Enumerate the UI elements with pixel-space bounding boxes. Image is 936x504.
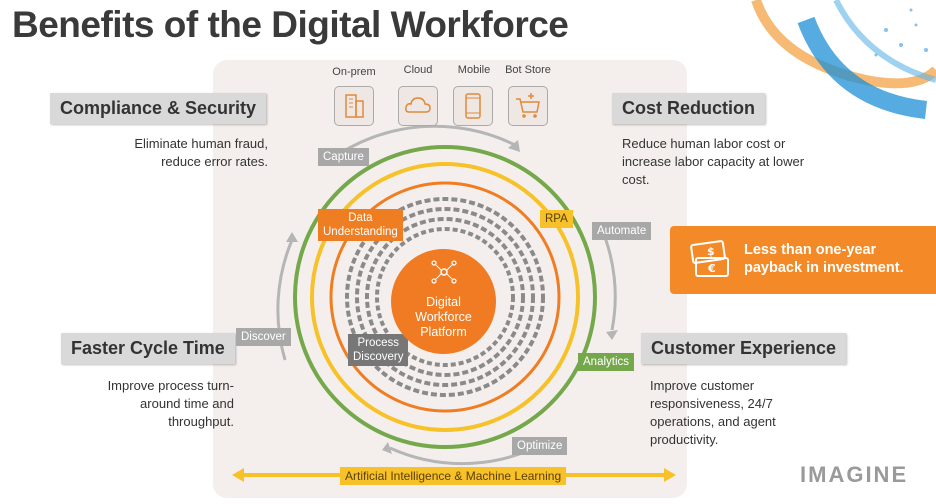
capture-label: Capture	[318, 148, 369, 166]
process-discovery-line-2: Discovery	[353, 351, 404, 363]
cloud-icon	[398, 86, 438, 126]
ai-ml-label: Artificial Intelligence & Machine Learni…	[340, 467, 567, 485]
cart-icon	[508, 86, 548, 126]
cost-line-2: increase labor capacity at lower	[622, 154, 805, 169]
yellow-ring	[310, 162, 580, 432]
svg-text:$: $	[707, 245, 715, 258]
dashed-ring-3	[365, 217, 525, 377]
imagine-logo: IMAGINE	[800, 462, 909, 487]
page-title: Benefits of the Digital Workforce	[12, 4, 569, 45]
customer-line-2: responsiveness, 24/7	[650, 396, 773, 411]
automate-arrow-head	[606, 330, 618, 340]
faster-cycle-time-description: Improve process turn- around time and th…	[92, 377, 234, 431]
green-ring	[293, 145, 597, 449]
cost-line-3: cost.	[622, 172, 650, 187]
mobile-icon	[453, 86, 493, 126]
svg-text:€: €	[707, 262, 716, 275]
automate-arrow-arc	[598, 224, 617, 331]
dashed-ring-2	[355, 207, 535, 387]
cycle-line-2: around time and	[140, 396, 234, 411]
compliance-line-1: Eliminate human fraud,	[134, 136, 268, 151]
discover-arrow-arc	[276, 239, 294, 361]
dashed-ring-4	[375, 227, 515, 367]
money-icon: $ €	[690, 240, 729, 277]
dashed-ring-1	[345, 197, 545, 397]
data-understanding-line-2: Understanding	[323, 226, 398, 238]
cost-line-1: Reduce human labor cost or	[622, 136, 786, 151]
customer-line-4: productivity.	[650, 432, 719, 447]
discover-label: Discover	[236, 328, 291, 346]
ai-ml-arrow-left-head	[232, 468, 244, 482]
cost-reduction-description: Reduce human labor cost or increase labo…	[622, 135, 842, 189]
optimize-label: Optimize	[512, 437, 568, 455]
rpa-label: RPA	[540, 210, 573, 228]
discover-arrow-head	[286, 232, 298, 242]
source-label-on-prem: On-prem	[332, 66, 376, 78]
process-discovery-line-1: Process	[357, 337, 400, 349]
cost-reduction-heading: Cost Reduction	[612, 93, 765, 124]
data-understanding-line-1: Data	[348, 212, 373, 224]
payback-callout: $ € Less than one-year payback in invest…	[670, 226, 936, 294]
compliance-security-description: Eliminate human fraud, reduce error rate…	[110, 135, 268, 171]
customer-experience-description: Improve customer responsiveness, 24/7 op…	[650, 377, 850, 449]
faster-cycle-time-heading: Faster Cycle Time	[61, 333, 235, 364]
analytics-label: Analytics	[578, 353, 635, 371]
customer-line-1: Improve customer	[650, 378, 755, 393]
network-icon	[431, 260, 457, 284]
ai-ml-arrow-right-head	[664, 468, 676, 482]
optimize-arrow-head	[382, 442, 392, 454]
customer-line-3: operations, and agent	[650, 414, 776, 429]
cycle-line-3: throughput.	[168, 414, 234, 429]
orange-ring	[329, 181, 561, 413]
decorative-swirl	[751, 0, 936, 119]
capture-arrow-arc	[329, 124, 516, 162]
payback-text: Less than one-year payback in investment…	[744, 242, 904, 276]
data-understanding-label: Data Understanding	[318, 209, 403, 241]
source-label-bot-store: Bot Store	[505, 64, 551, 76]
source-label-mobile: Mobile	[457, 64, 491, 76]
customer-experience-heading: Customer Experience	[641, 333, 847, 364]
compliance-line-2: reduce error rates.	[161, 154, 268, 169]
automate-label: Automate	[592, 222, 652, 240]
capture-arrow-head	[508, 140, 520, 152]
compliance-security-heading: Compliance & Security	[50, 93, 267, 124]
building-icon	[334, 86, 374, 126]
digital-workforce-platform-circle: Digital Workforce Platform	[391, 249, 496, 354]
center-line-1: Digital	[426, 295, 461, 309]
center-line-2: Workforce	[415, 310, 472, 324]
center-label: Digital Workforce Platform	[391, 295, 496, 340]
source-label-cloud: Cloud	[403, 64, 433, 76]
cycle-line-1: Improve process turn-	[107, 378, 234, 393]
center-line-3: Platform	[420, 325, 467, 339]
process-discovery-label: Process Discovery	[348, 334, 409, 366]
